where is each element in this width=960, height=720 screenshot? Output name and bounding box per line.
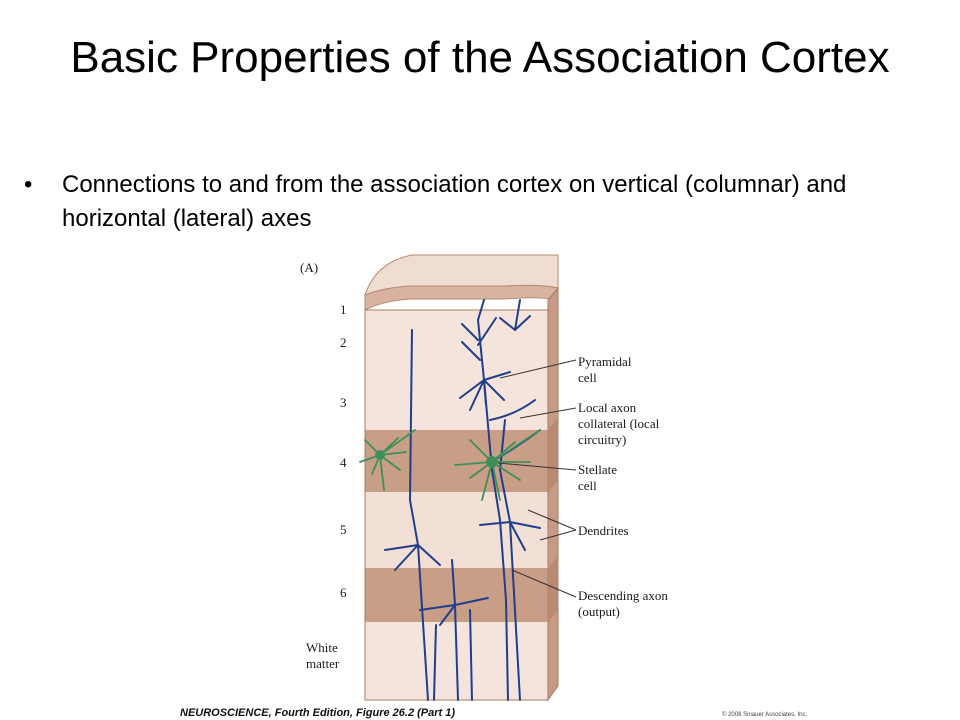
stellate-cell-left (359, 429, 416, 491)
layer-label-4: 4 (340, 455, 347, 470)
layer-label-1: 1 (340, 302, 347, 317)
layer-label-6: 6 (340, 585, 347, 600)
apical-right (499, 299, 531, 331)
stellate-neurons (359, 429, 541, 501)
pyramidal-basal-dendrites (459, 371, 511, 411)
callout-descending-1: Descending axon (578, 588, 668, 603)
figure-credit: NEUROSCIENCE, Fourth Edition, Figure 26.… (180, 707, 456, 719)
descending-axon-1 (483, 379, 509, 701)
leader-pyramidal (499, 359, 577, 379)
stellate-soma-left (375, 450, 385, 460)
callout-local-axon-3: circuitry) (578, 432, 626, 447)
callout-lines (497, 359, 577, 598)
cortex-top-layer (364, 284, 559, 311)
copyright-notice: © 2008 Sinauer Associates, Inc. (722, 712, 808, 718)
panel-label: (A) (300, 260, 318, 275)
callout-pyramidal-1: Pyramidal (578, 354, 632, 369)
stellate-cell-right (454, 429, 541, 501)
callout-stellate-2: cell (578, 478, 597, 493)
layer-label-2: 2 (340, 335, 347, 350)
layer-4-band (365, 430, 548, 492)
white-matter-label-1: White (306, 640, 338, 655)
callout-dendrites: Dendrites (578, 523, 629, 538)
layer-label-3: 3 (340, 395, 347, 410)
layer-label-5: 5 (340, 522, 347, 537)
callout-local-axon-2: collateral (local (578, 416, 660, 431)
leader-descending (511, 569, 577, 598)
leader-stellate (497, 462, 577, 471)
callout-local-axon-1: Local axon (578, 400, 637, 415)
layer-1-band (365, 310, 548, 430)
side-layer-6 (548, 556, 558, 622)
front-face-outline (364, 309, 549, 701)
callout-pyramidal-2: cell (578, 370, 597, 385)
layer5-neuron (384, 329, 441, 701)
bullet-item: • Connections to and from the associatio… (24, 168, 924, 236)
leader-dendrites-2 (539, 529, 577, 541)
layer6-neuron (419, 559, 489, 701)
layer-5-band (365, 492, 548, 568)
leader-local-axon (519, 407, 577, 419)
slide-title: Basic Properties of the Association Cort… (70, 33, 890, 82)
cortex-side-face (547, 286, 559, 702)
layer-6-band (365, 568, 548, 622)
stellate-soma-right (486, 456, 498, 468)
leader-dendrites-1 (527, 509, 577, 531)
side-layer-4 (548, 418, 558, 492)
bullet-marker: • (24, 171, 33, 198)
pyramidal-apical-dendrite (461, 299, 497, 381)
callout-descending-2: (output) (578, 604, 620, 619)
white-matter-label-2: matter (306, 656, 340, 671)
axon-column-left (433, 609, 473, 701)
bullet-text: Connections to and from the association … (62, 171, 847, 232)
pyramidal-neurons (384, 299, 541, 701)
layer5-neuron-2 (479, 419, 541, 701)
callout-stellate-1: Stellate (578, 462, 617, 477)
